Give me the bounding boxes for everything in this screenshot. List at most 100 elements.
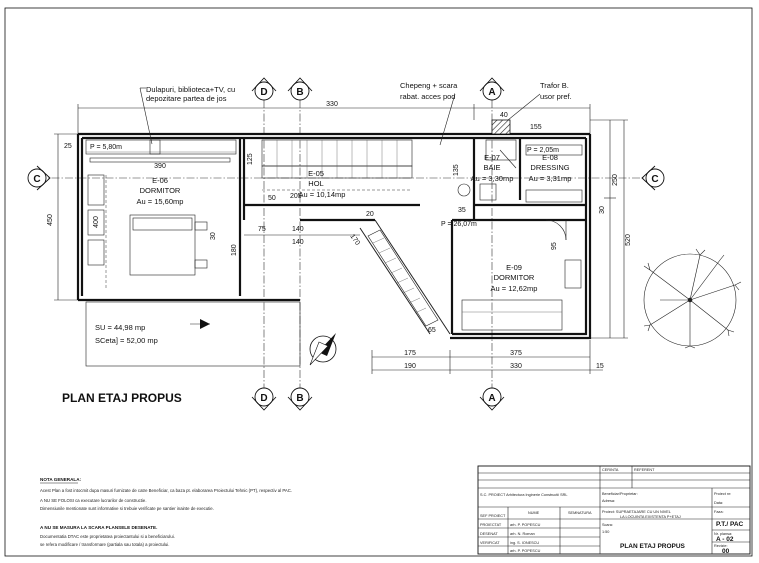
stairs-hatch: 125 50 bbox=[247, 139, 413, 202]
tb-plan-label: Nr. plansa: bbox=[714, 532, 732, 536]
tb-sheet-title: PLAN ETAJ PROPUS bbox=[620, 543, 686, 550]
room-area: Au = 3,31mp bbox=[529, 174, 572, 183]
room-code: E-06 bbox=[152, 176, 168, 185]
tb-role4: VERIFICAT bbox=[480, 541, 500, 545]
room-label-e05: E-05 HOL Au = 10,14mp bbox=[299, 169, 346, 199]
terrace-area: SU = 44,98 mp SCeta] = 52,00 mp bbox=[85, 301, 301, 367]
dim-mid-180: 180 bbox=[231, 244, 238, 256]
sheet-frame bbox=[4, 7, 753, 557]
axis-label-c-right: C bbox=[651, 174, 658, 185]
axis-marker-c-right: C bbox=[641, 165, 665, 191]
annotation-hatch: Chepeng + scara rabat. acces pod bbox=[400, 81, 458, 146]
axis-label-a-top: A bbox=[488, 87, 495, 98]
dim-left-total: 450 bbox=[47, 214, 54, 226]
axis-label-a-bottom: A bbox=[488, 393, 495, 404]
tb-sign-col: SEMNATURA bbox=[568, 511, 592, 515]
tb-cerinta: CERINTA bbox=[602, 468, 619, 472]
dim-mid-205: 205 bbox=[290, 193, 302, 200]
north-arrow-icon bbox=[309, 333, 337, 366]
dim-mid-140: 140 bbox=[292, 226, 304, 233]
annotation-trafo-line2: usor pref. bbox=[540, 92, 572, 101]
dim-mid-95: 95 bbox=[551, 242, 558, 250]
room-name: DORMITOR bbox=[140, 186, 181, 195]
bottom-dimensions: 175 375 190 330 15 bbox=[371, 340, 604, 374]
corridor-dimensions: 205 75 20 140 140 180 P = 26,07m bbox=[231, 193, 477, 256]
tb-rev: 00 bbox=[722, 548, 730, 555]
axis-marker-b-top: B bbox=[287, 77, 313, 101]
notes-line4: A NU SE MASURA LA SCARA PLANSELE DESENAT… bbox=[40, 525, 157, 530]
tb-address: Adresa: bbox=[602, 499, 615, 503]
room-area: Au = 15,60mp bbox=[137, 197, 184, 206]
interior-walls bbox=[238, 138, 586, 335]
room-label-e07: E-07 BAIE Au = 3,30mp bbox=[471, 153, 514, 183]
annotation-storage-line1: Dulapuri, biblioteca+TV, cu bbox=[146, 85, 235, 94]
tb-referent: REFERENT bbox=[634, 468, 655, 472]
tb-firm: S.C. PROIECT Arhitectura Inginerie Const… bbox=[480, 493, 568, 497]
bathroom-dressing-fixtures: 155 P = 2,05m 135 35 bbox=[453, 119, 583, 214]
axis-marker-c-left: C bbox=[27, 165, 51, 191]
room-name: DRESSING bbox=[530, 163, 569, 172]
tb-beneficiary: Beneficiar/Proprietar: bbox=[602, 492, 638, 496]
perimeter-p2: P = 2,05m bbox=[527, 147, 559, 154]
room-area: Au = 12,62mp bbox=[491, 284, 538, 293]
dim-bottom-375: 375 bbox=[510, 350, 522, 357]
dim-top-left: 390 bbox=[154, 163, 166, 170]
dim-mid-30: 30 bbox=[210, 232, 217, 240]
tb-role2: PROIECTAT bbox=[480, 523, 502, 527]
axis-marker-a-top: A bbox=[479, 77, 505, 101]
tb-role3: DESENAT bbox=[480, 532, 498, 536]
axis-marker-a-bottom: A bbox=[479, 387, 505, 411]
tb-date: Data: bbox=[714, 501, 723, 505]
dim-right-30: 30 bbox=[599, 206, 606, 214]
summary-su: SU = 44,98 mp bbox=[95, 323, 145, 332]
tb-plan-no: A - 02 bbox=[716, 536, 734, 543]
axis-label-d-bottom: D bbox=[260, 393, 267, 404]
notes-heading: NOTA GENERALA: bbox=[40, 477, 82, 482]
tb-role1: SEF PROIECT bbox=[480, 514, 506, 518]
tb-project: Proiect: SUPRAETAJARE CU UN NIVEL bbox=[602, 510, 671, 514]
perimeter-p1: P = 5,80m bbox=[90, 144, 122, 151]
room-label-e06: E-06 DORMITOR Au = 15,60mp bbox=[137, 176, 184, 206]
tb-project2: LA LOCUINTA EXISTENTA P+ETAJ bbox=[620, 515, 681, 519]
dim-mid-35: 35 bbox=[458, 207, 466, 214]
dim-top-right: 155 bbox=[530, 124, 542, 131]
dim-bottom-175: 175 bbox=[404, 350, 416, 357]
bedroom-e06-furniture: 400 30 bbox=[87, 174, 217, 290]
plan-title: PLAN ETAJ PROPUS bbox=[62, 391, 182, 405]
summary-sceta: SCeta] = 52,00 mp bbox=[95, 336, 158, 345]
room-code: E-08 bbox=[542, 153, 558, 162]
general-notes: NOTA GENERALA: Acest Plan a fost intocmi… bbox=[40, 477, 292, 547]
axis-label-b-bottom: B bbox=[296, 393, 303, 404]
room-label-e09: E-09 DORMITOR Au = 12,62mp bbox=[491, 263, 538, 293]
annotation-hatch-line2: rabat. acces pod bbox=[400, 92, 455, 101]
room-area: Au = 3,30mp bbox=[471, 174, 514, 183]
top-dimension-chain: 330 40 52 bbox=[77, 101, 591, 134]
dim-mid-400: 400 bbox=[93, 216, 100, 228]
axis-label-c-left: C bbox=[33, 174, 40, 185]
tb-project-no: Proiect nr: bbox=[714, 492, 731, 496]
room-area: Au = 10,14mp bbox=[299, 190, 346, 199]
room-label-e08: E-08 DRESSING Au = 3,31mp bbox=[529, 153, 572, 183]
room-name: HOL bbox=[308, 179, 323, 188]
annotation-trafo-line1: Trafor B. bbox=[540, 81, 569, 90]
dim-left-25: 25 bbox=[64, 143, 72, 150]
notes-line5: Documentatia DTAC este proprietatea proi… bbox=[40, 534, 175, 539]
tb-person3: ing. S. IONESCU bbox=[510, 541, 539, 545]
tb-person2: arh. N. Roman bbox=[510, 532, 535, 536]
tb-person4: arh. P. POPESCU bbox=[510, 549, 541, 553]
annotation-storage: Dulapuri, biblioteca+TV, cu depozitare p… bbox=[139, 85, 235, 145]
room-name: BAIE bbox=[483, 163, 500, 172]
dim-right-250: 250 bbox=[612, 174, 619, 186]
dim-bottom-15: 15 bbox=[596, 363, 604, 370]
bedroom-e09-furniture: 95 bbox=[461, 219, 582, 331]
wardrobe-units-left: P = 5,80m 390 bbox=[85, 139, 237, 170]
tb-phase: P.T./ PAC bbox=[716, 521, 744, 528]
dim-bottom-190: 190 bbox=[404, 363, 416, 370]
tree-symbol-icon bbox=[643, 248, 742, 349]
annotation-hatch-line1: Chepeng + scara bbox=[400, 81, 458, 90]
tb-person1: arh. P. POPESCU bbox=[510, 523, 541, 527]
notes-line6: se refera modificare / transformare (par… bbox=[40, 542, 169, 547]
diagonal-ladder: 170 65 bbox=[348, 229, 439, 334]
dim-mid-75: 75 bbox=[258, 226, 266, 233]
